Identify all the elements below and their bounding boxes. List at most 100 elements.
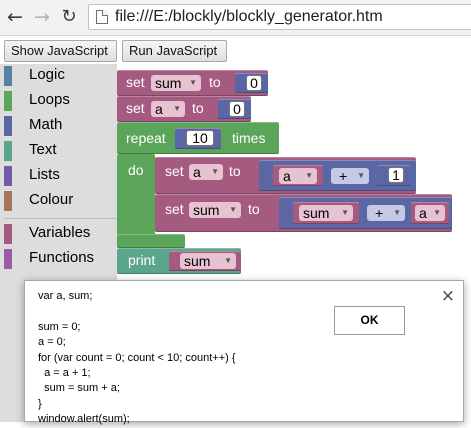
set-sum-block[interactable]: set sum ▼ to 0 — [117, 70, 268, 96]
block-to-label: to — [229, 163, 241, 179]
number-field[interactable]: 0 — [229, 101, 245, 117]
toolbox-category-loops[interactable]: Loops — [0, 89, 117, 113]
show-javascript-button[interactable]: Show JavaScript — [4, 40, 117, 62]
toolbox-category-text[interactable]: Text — [0, 139, 117, 163]
operator-symbol: + — [375, 205, 384, 221]
category-swatch — [4, 249, 12, 269]
dropdown-arrow-icon: ▼ — [224, 256, 232, 265]
arithmetic-block[interactable]: sum ▼ + ▼ a ▼ — [279, 197, 452, 229]
dropdown-arrow-icon: ▼ — [229, 205, 237, 214]
number-field[interactable]: 1 — [388, 167, 404, 183]
category-label: Functions — [29, 249, 95, 266]
ok-button[interactable]: OK — [334, 306, 405, 335]
category-label: Colour — [29, 191, 74, 208]
number-block[interactable]: 0 — [218, 99, 251, 119]
category-label: Logic — [29, 66, 65, 83]
number-field[interactable]: 0 — [246, 75, 262, 91]
variable-dropdown[interactable]: sum ▼ — [189, 202, 241, 218]
number-block[interactable]: 10 — [175, 128, 221, 149]
url-text[interactable]: file:///E:/blockly/blockly_generator.htm — [115, 8, 383, 25]
dropdown-arrow-icon: ▼ — [433, 208, 441, 217]
repeat-block-body[interactable]: do — [117, 154, 155, 248]
variable-name: a — [155, 101, 163, 117]
toolbox-category-logic[interactable]: Logic — [0, 64, 117, 88]
variable-dropdown[interactable]: a ▼ — [189, 164, 223, 180]
reload-icon[interactable]: ↻ — [61, 6, 77, 27]
number-block[interactable]: 0 — [235, 73, 268, 93]
repeat-block[interactable]: repeat 10 times — [117, 122, 279, 154]
address-bar[interactable]: file:///E:/blockly/blockly_generator.htm — [88, 4, 471, 30]
variable-name: a — [283, 168, 291, 184]
repeat-block-footer[interactable] — [117, 234, 185, 248]
variable-getter-block[interactable]: a ▼ — [273, 165, 323, 186]
toolbox-category-colour[interactable]: Colour — [0, 189, 117, 213]
dropdown-arrow-icon: ▼ — [341, 208, 349, 217]
back-arrow-icon[interactable]: ← — [7, 6, 23, 28]
block-to-label: to — [192, 100, 204, 116]
variable-getter-block[interactable]: sum ▼ — [169, 251, 241, 271]
forward-arrow-icon[interactable]: → — [34, 6, 50, 28]
block-to-label: to — [248, 201, 260, 217]
repeat-count-field[interactable]: 10 — [186, 130, 214, 146]
repeat-do-label: do — [128, 162, 144, 178]
category-label: Math — [29, 116, 63, 133]
operator-dropdown[interactable]: + ▼ — [331, 168, 369, 184]
block-to-label: to — [209, 74, 221, 90]
dropdown-arrow-icon: ▼ — [189, 78, 197, 87]
dropdown-arrow-icon: ▼ — [305, 171, 313, 180]
alert-message: var a, sum; sum = 0; a = 0; for (var cou… — [38, 290, 236, 426]
dropdown-arrow-icon: ▼ — [173, 104, 181, 113]
variable-name: sum — [155, 75, 182, 91]
operator-symbol: + — [339, 168, 348, 184]
block-keyword: set — [126, 100, 145, 116]
toolbox-separator — [4, 218, 117, 219]
category-swatch — [4, 141, 12, 161]
dropdown-arrow-icon: ▼ — [393, 208, 401, 217]
page-icon — [96, 10, 108, 24]
category-label: Loops — [29, 91, 70, 108]
category-swatch — [4, 191, 12, 211]
category-swatch — [4, 116, 12, 136]
category-label: Variables — [29, 224, 91, 241]
variable-dropdown[interactable]: sum ▼ — [180, 253, 236, 269]
category-swatch — [4, 224, 12, 244]
variable-dropdown[interactable]: sum ▼ — [151, 75, 201, 91]
variable-dropdown[interactable]: a ▼ — [151, 101, 185, 117]
block-keyword: set — [126, 74, 145, 90]
operator-dropdown[interactable]: + ▼ — [367, 205, 405, 221]
dropdown-arrow-icon: ▼ — [357, 171, 365, 180]
variable-getter-block[interactable]: a ▼ — [411, 202, 449, 224]
category-label: Text — [29, 141, 57, 158]
block-keyword: print — [128, 252, 156, 268]
toolbox-category-functions[interactable]: Functions — [0, 247, 117, 271]
number-block[interactable]: 1 — [377, 165, 410, 186]
arithmetic-block[interactable]: a ▼ + ▼ 1 — [259, 160, 416, 191]
set-sum-accumulate-block[interactable]: set sum ▼ to sum ▼ + ▼ a ▼ — [155, 194, 452, 232]
toolbox-category-variables[interactable]: Variables — [0, 222, 117, 246]
variable-name: sum — [303, 205, 330, 221]
close-icon[interactable]: × — [440, 286, 455, 306]
block-keyword: repeat — [126, 130, 166, 146]
run-javascript-button[interactable]: Run JavaScript — [122, 40, 227, 62]
toolbox-category-lists[interactable]: Lists — [0, 164, 117, 188]
variable-name: sum — [184, 253, 211, 269]
variable-dropdown[interactable]: sum ▼ — [299, 205, 353, 221]
category-swatch — [4, 166, 12, 186]
repeat-times-label: times — [232, 130, 266, 146]
print-block[interactable]: print sum ▼ — [117, 248, 241, 274]
category-label: Lists — [29, 166, 60, 183]
category-swatch — [4, 91, 12, 111]
variable-name: a — [419, 205, 427, 221]
toolbox-category-math[interactable]: Math — [0, 114, 117, 138]
category-swatch — [4, 66, 12, 86]
set-a-block[interactable]: set a ▼ to 0 — [117, 96, 251, 122]
browser-toolbar: ← → ↻ file:///E:/blockly/blockly_generat… — [0, 0, 471, 36]
variable-getter-block[interactable]: sum ▼ — [293, 202, 359, 224]
alert-dialog: × var a, sum; sum = 0; a = 0; for (var c… — [24, 280, 464, 425]
variable-dropdown[interactable]: a ▼ — [415, 205, 445, 221]
variable-name: a — [193, 164, 201, 180]
block-keyword: set — [165, 201, 184, 217]
set-a-increment-block[interactable]: set a ▼ to a ▼ + ▼ 1 — [155, 157, 416, 194]
variable-dropdown[interactable]: a ▼ — [279, 168, 317, 184]
block-keyword: set — [165, 163, 184, 179]
